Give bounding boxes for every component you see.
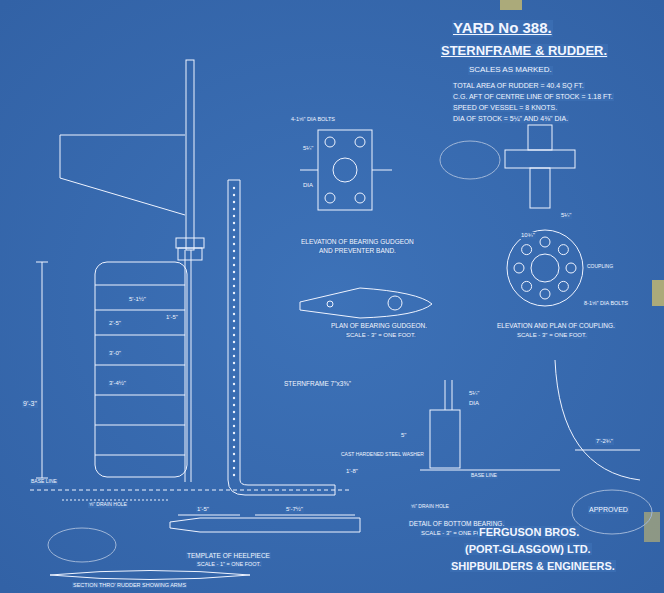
rivet [233,446,235,448]
drawing-label: 5" [400,432,407,439]
drawing-label: PLAN OF BEARING GUDGEON. [330,322,428,329]
rivet [233,418,235,420]
rivet [233,229,235,231]
rivet [233,187,235,189]
drawing-label: COUPLING [586,264,614,270]
rivet [233,208,235,210]
rivet [233,474,235,476]
rivet [233,432,235,434]
rivet [233,334,235,336]
drawing-label: 1'-5" [165,314,179,321]
rivet [233,439,235,441]
drawing-label: STERNFRAME 7"x3⅝" [283,380,352,387]
rivet [233,369,235,371]
drawing-label: TEMPLATE OF HEELPIECE [186,552,271,559]
drawing-label: BASE LINE [30,479,58,485]
rivet [233,257,235,259]
rivet [233,355,235,357]
rivet [233,250,235,252]
drawing-label: SHIPBUILDERS & ENGINEERS. [450,560,616,572]
bolt-hole [522,281,532,291]
drawing-label: SCALE - 1" = ONE FOOT. [196,561,262,567]
drawing-label: 5¼" [560,212,572,219]
bolt-hole [566,263,576,273]
drawing-label: DIA [302,182,314,189]
rivet [233,453,235,455]
rivet [233,460,235,462]
rivet [233,383,235,385]
drawing-label: ⅝" DRAIN HOLE [88,502,128,508]
drawing-label: DIA [468,400,480,407]
drawing-label: AND PREVENTER BAND. [318,247,397,254]
drawing-label: SPEED OF VESSEL = 8 KNOTS. [452,104,558,112]
rivet [233,292,235,294]
drawing-label: 3'-0" [108,350,122,357]
drawing-label: ELEVATION OF BEARING GUDGEON [300,238,415,245]
rivet [233,236,235,238]
drawing-label: TOTAL AREA OF RUDDER = 40.4 SQ FT. [452,82,585,90]
rivet [233,425,235,427]
drawing-label: 7'-2¾" [595,438,614,445]
drawing-label: 5'-7½" [285,506,304,513]
rivet [233,376,235,378]
drawing-label: SCALE - 3" = ONE FOOT. [516,332,588,339]
rivet [233,285,235,287]
rivet [233,348,235,350]
drawing-label: APPROVED [588,506,629,514]
rivet [233,404,235,406]
rivet [233,215,235,217]
drawing-label: (PORT-GLASGOW) LTD. [464,543,592,555]
rivet [233,278,235,280]
rivet [233,313,235,315]
rivet [233,306,235,308]
drawing-label: 8-1⅝" DIA BOLTS [583,300,629,306]
drawing-label: SCALE - 3" = ONE FOOT. [345,332,417,339]
bolt-hole [558,281,568,291]
drawing-label: 1'-8" [345,468,359,475]
rivet [233,320,235,322]
bolt-hole [540,289,550,299]
drawing-label: SCALES AS MARKED. [468,66,553,75]
drawing-label: ELEVATION AND PLAN OF COUPLING. [496,322,616,329]
rivet [233,341,235,343]
rivet [233,362,235,364]
bolt-hole [558,245,568,255]
drawing-label: 10¾" [520,232,536,239]
drawing-label: 1'-5" [196,506,210,513]
drawing-label: 2'-5" [108,320,122,327]
drawing-label: 4-1⅝" DIA BOLTS [290,116,336,122]
rivet [233,299,235,301]
drawing-label: 5'-1½" [128,296,147,303]
bolt-hole [522,245,532,255]
drawing-label: SECTION THRO' RUDDER SHOWING ARMS [72,582,187,588]
rivet [233,222,235,224]
rivet [233,411,235,413]
bolt-hole [540,237,550,247]
rivet [233,390,235,392]
rivet [233,264,235,266]
rivet [233,271,235,273]
drawing-label: 3'-4½" [108,380,127,387]
rivet [233,194,235,196]
rivet [233,201,235,203]
bolt-hole [514,263,524,273]
rivet [233,397,235,399]
drawing-label: 5¼" [302,145,314,152]
drawing-label: 9'-3" [22,400,38,408]
drawing-label: BASE LINE [470,473,498,479]
drawing-label: FERGUSON BROS. [478,526,580,538]
rivet [233,467,235,469]
drawing-label: DIA OF STOCK = 5¼" AND 4⅜" DIA. [452,115,569,123]
drawing-label: ⅝" DRAIN HOLE [410,504,450,510]
drawing-title: YARD No 388. [452,20,553,37]
drawing-label: STERNFRAME & RUDDER. [440,44,608,58]
drawing-label: CAST HARDENED STEEL WASHER [340,452,425,458]
rivet [233,327,235,329]
rivet [233,243,235,245]
drawing-label: 5¼" [468,390,480,397]
drawing-label: C.G. AFT OF CENTRE LINE OF STOCK = 1.18 … [452,93,614,101]
